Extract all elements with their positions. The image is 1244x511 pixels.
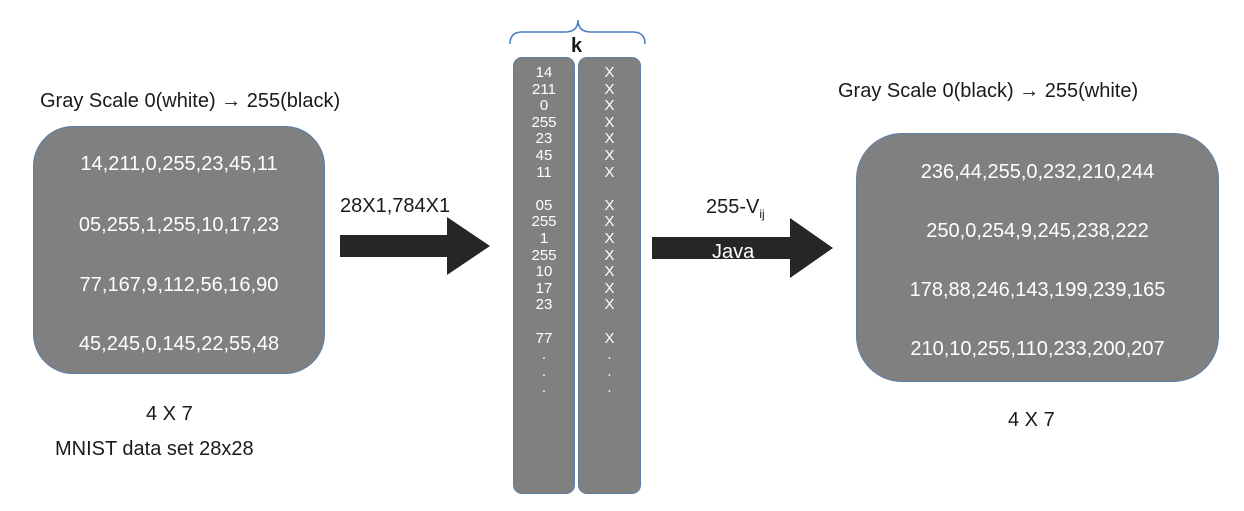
matrix-row: 250,0,254,9,245,238,222 bbox=[926, 220, 1149, 242]
vector-cell: X bbox=[604, 113, 615, 131]
vector-cell: . bbox=[607, 362, 612, 380]
left-dimensions: 4 X 7 bbox=[146, 403, 193, 425]
matrix-row: 77,167,9,112,56,16,90 bbox=[79, 274, 279, 296]
vector-cell: X bbox=[604, 279, 615, 297]
vector-cell: 11 bbox=[536, 163, 552, 181]
vector-cell: 23 bbox=[535, 130, 553, 148]
vector-cell: 0 bbox=[539, 97, 549, 115]
vector-cell: X bbox=[604, 329, 615, 347]
vector-cell: . bbox=[541, 362, 547, 380]
vector-cell: 77 bbox=[535, 329, 553, 347]
original-matrix-box: 14,211,0,255,23,45,11 05,255,1,255,10,17… bbox=[33, 126, 325, 374]
vector-cell: X bbox=[604, 130, 615, 148]
inverted-matrix-box: 236,44,255,0,232,210,244 250,0,254,9,245… bbox=[856, 133, 1219, 382]
matrix-row: 45,245,0,145,22,55,48 bbox=[78, 333, 280, 355]
formula-subscript: ij bbox=[759, 207, 765, 221]
matrix-row: 14,211,0,255,23,45,11 bbox=[80, 153, 278, 175]
vector-cell: X bbox=[604, 296, 615, 314]
vector-cell: 17 bbox=[535, 279, 553, 297]
right-grayscale-title: Gray Scale 0(black) → 255(white) bbox=[838, 80, 1139, 102]
reshape-label: 28X1,784X1 bbox=[340, 195, 451, 217]
inversion-formula: 255-Vij bbox=[706, 196, 765, 221]
mnist-caption: MNIST data set 28x28 bbox=[55, 438, 254, 460]
vector-cell: X bbox=[604, 97, 615, 115]
vector-cell: . bbox=[541, 346, 547, 364]
matrix-row: 210,10,255,110,233,200,207 bbox=[910, 338, 1165, 360]
arrow-to-vector bbox=[340, 217, 490, 275]
vector-cell: 10 bbox=[535, 263, 553, 281]
vector-cell: 255 bbox=[531, 246, 557, 264]
vector-cell: 23 bbox=[535, 296, 553, 314]
vector-cell: 14 bbox=[535, 64, 553, 81]
k-label: k bbox=[571, 35, 583, 57]
vector-cell: X bbox=[604, 263, 615, 281]
right-dimensions: 4 X 7 bbox=[1008, 409, 1055, 431]
matrix-row: 05,255,1,255,10,17,23 bbox=[78, 214, 280, 236]
vector-cell: . bbox=[607, 379, 612, 397]
vector-cell: 211 bbox=[532, 80, 556, 98]
matrix-row: 178,88,246,143,199,239,165 bbox=[909, 279, 1166, 301]
formula-text: 255-V bbox=[706, 196, 760, 218]
vector-cell: 45 bbox=[535, 147, 553, 164]
vector-cell: 255 bbox=[531, 213, 557, 231]
vector-cell: X bbox=[604, 147, 615, 164]
left-grayscale-title: Gray Scale 0(white) → 255(black) bbox=[40, 90, 341, 112]
vector-cell: X bbox=[604, 213, 615, 231]
vector-cell: X bbox=[604, 246, 615, 264]
java-label: Java bbox=[712, 241, 755, 263]
vector-cell: X bbox=[604, 163, 615, 181]
vector-cell: 255 bbox=[531, 113, 557, 131]
vector-cell: 05 bbox=[535, 196, 553, 214]
arrow-to-inverted bbox=[652, 218, 833, 278]
vector-cell: X bbox=[604, 64, 615, 81]
vector-cell: X bbox=[604, 196, 615, 214]
vector-cell: . bbox=[607, 346, 612, 364]
matrix-row: 236,44,255,0,232,210,244 bbox=[920, 161, 1155, 183]
k-brace bbox=[509, 19, 646, 45]
vector-cell: X bbox=[604, 230, 615, 247]
vector-cell: X bbox=[604, 80, 615, 98]
vector-cell: . bbox=[541, 379, 547, 397]
vector-cell: 1 bbox=[539, 230, 549, 247]
